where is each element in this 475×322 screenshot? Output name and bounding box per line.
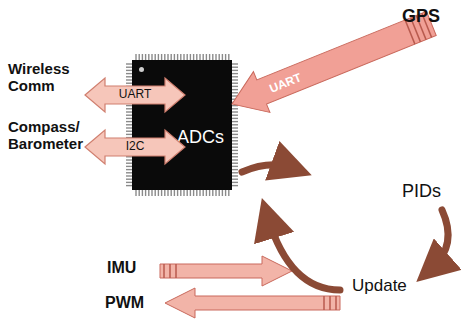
chip-label: ADCs — [177, 127, 224, 148]
heading-label: GPS — [402, 6, 440, 27]
imu-arrow — [160, 256, 292, 286]
pin1-dot — [139, 67, 144, 72]
microcontroller-chip: ADCs — [132, 60, 232, 190]
peripheral-label: IMU — [107, 259, 136, 277]
peripheral-label: PWM — [105, 294, 144, 312]
bus-label: I2C — [126, 140, 145, 154]
bus-label: UART — [119, 88, 151, 102]
loop-label: Update — [352, 276, 407, 296]
loop-label: PIDs — [402, 181, 441, 202]
peripheral-label: Compass/ Barometer — [8, 118, 94, 153]
pwm-arrow — [165, 288, 340, 318]
control-loop-arrows — [242, 165, 448, 290]
gps-arrow — [224, 3, 440, 124]
peripheral-label: Wireless Comm — [8, 60, 88, 95]
